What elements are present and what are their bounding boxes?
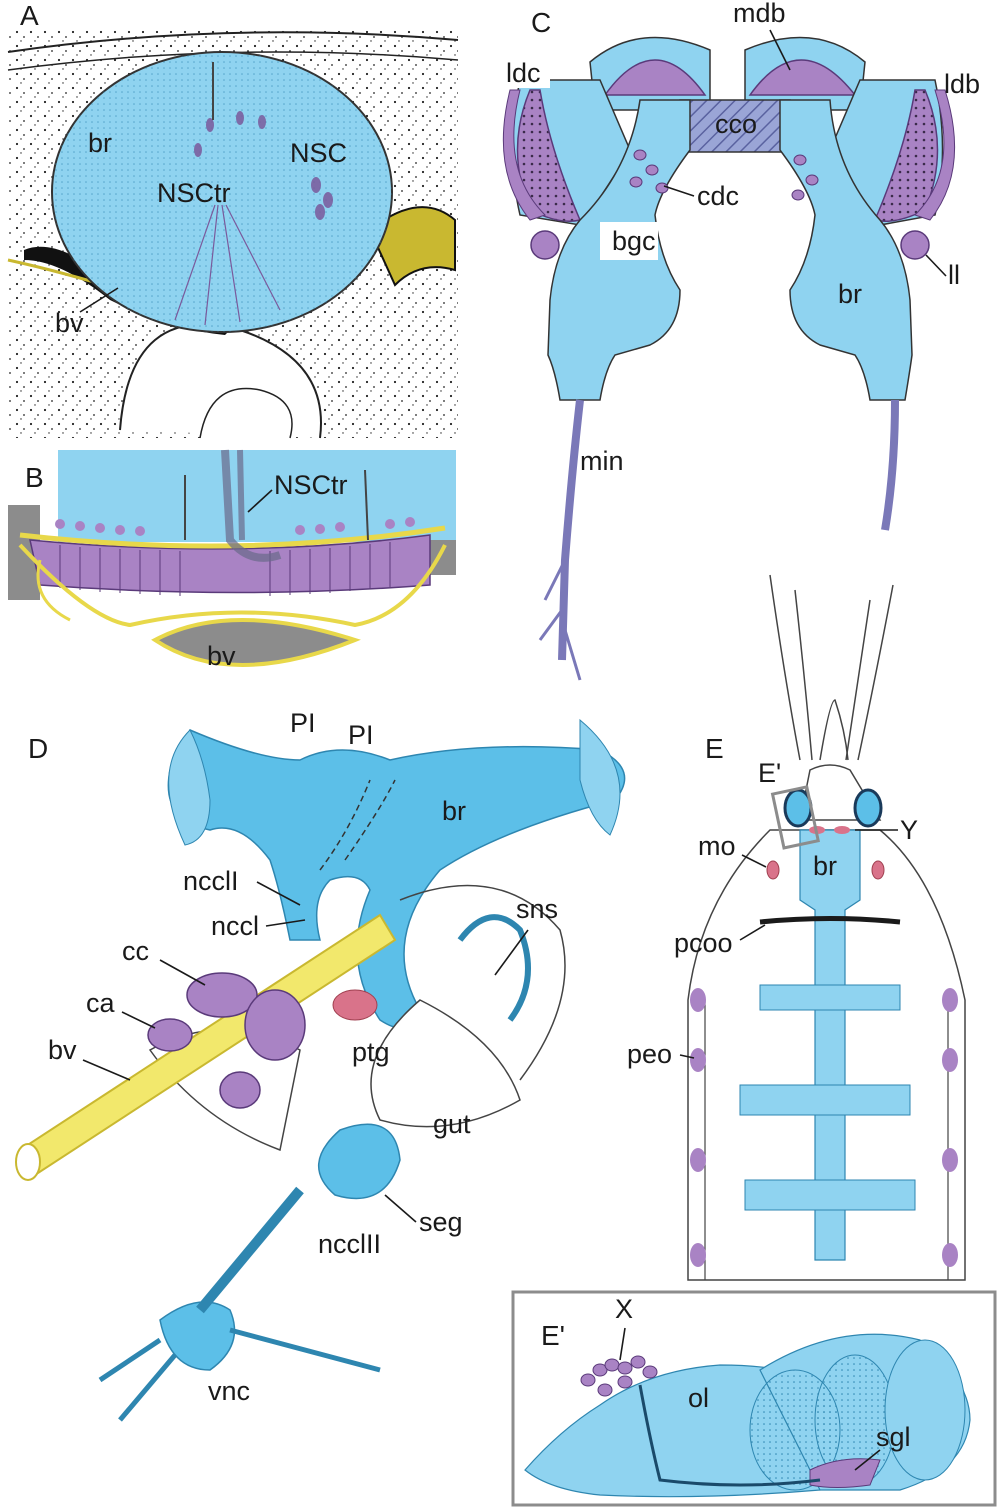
- label-cco: cco: [715, 109, 757, 139]
- label-eprime-ref: E': [758, 758, 781, 788]
- label-ca: ca: [86, 988, 116, 1018]
- label-bgc: bgc: [612, 226, 656, 256]
- label-c-br: br: [838, 279, 862, 309]
- label-d-bv: bv: [48, 1035, 77, 1065]
- label-ldc: ldc: [506, 58, 541, 88]
- label-x: X: [615, 1294, 633, 1324]
- panel-letter-a: A: [20, 0, 39, 31]
- label-mo: mo: [698, 831, 736, 861]
- panel-letter-d: D: [28, 733, 48, 764]
- label-cdc: cdc: [697, 181, 739, 211]
- panel-letter-eprime: E': [541, 1320, 565, 1351]
- label-vnc: vnc: [208, 1376, 250, 1406]
- label-nccl: nccl: [211, 911, 259, 941]
- label-b-bv: bv: [207, 641, 236, 671]
- label-b-nsctr: NSCtr: [274, 470, 348, 500]
- panel-e: E E' Y mo br pcoo peo: [627, 575, 965, 1280]
- panel-a: A br NSC NSCtr bv: [8, 0, 458, 438]
- panel-letter-b: B: [25, 462, 44, 493]
- label-e-br: br: [813, 851, 837, 881]
- label-peo: peo: [627, 1039, 672, 1069]
- panel-letter-e: E: [705, 733, 724, 764]
- panel-eprime: E' X ol sgl: [513, 1292, 995, 1505]
- min-nerve-right: [885, 400, 895, 530]
- label-pl-1: PI: [290, 708, 316, 738]
- blood-vessel: [155, 620, 355, 665]
- panel-c: C mdb ldc ldb cco cdc bgc ll br min: [503, 0, 980, 680]
- label-br: br: [88, 128, 112, 158]
- label-nccl1: ncclI: [183, 866, 239, 896]
- prothoracic-gland: [333, 990, 377, 1020]
- seg-d: [319, 1124, 400, 1198]
- corpus-allatum: [148, 1019, 192, 1051]
- label-sns: sns: [516, 894, 558, 924]
- label-ptg: ptg: [352, 1037, 390, 1067]
- label-nsctr: NSCtr: [157, 178, 231, 208]
- sns-nerve: [460, 917, 528, 1020]
- panel-b: B NSCtr bv: [8, 450, 456, 671]
- panel-letter-c: C: [531, 7, 551, 38]
- label-nsc: NSC: [290, 138, 347, 168]
- label-ldb: ldb: [944, 69, 980, 99]
- label-seg: seg: [419, 1207, 463, 1237]
- label-gut: gut: [433, 1109, 471, 1139]
- label-cc: cc: [122, 936, 149, 966]
- label-d-br: br: [442, 796, 466, 826]
- label-bv: bv: [55, 308, 84, 338]
- label-mdb: mdb: [733, 0, 786, 28]
- label-sgl: sgl: [876, 1422, 911, 1452]
- label-ol: ol: [688, 1383, 709, 1413]
- min-nerve-left: [562, 400, 580, 660]
- label-pl-2: PI: [348, 720, 374, 750]
- label-min: min: [580, 446, 624, 476]
- corpus-cardiacum: [187, 973, 257, 1017]
- label-ll: ll: [948, 260, 960, 290]
- label-y: Y: [900, 815, 918, 845]
- label-nccl3: ncclII: [318, 1229, 381, 1259]
- label-pcoo: pcoo: [674, 928, 733, 958]
